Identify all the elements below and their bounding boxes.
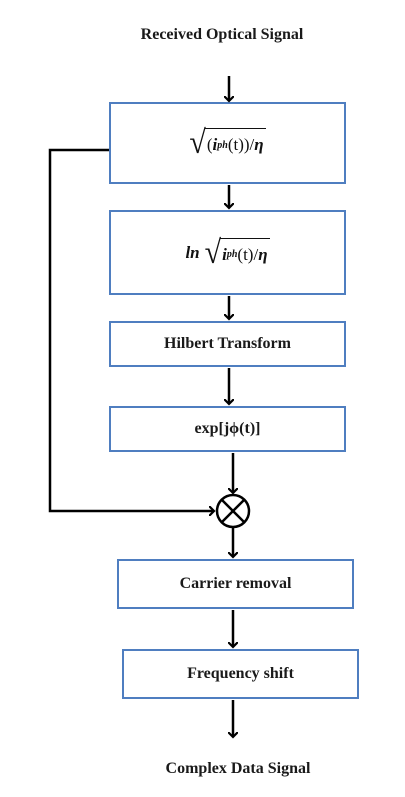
hilbert-transform-label: Hilbert Transform [164, 335, 291, 352]
hilbert-transform-block: Hilbert Transform [109, 321, 346, 367]
exp-block: exp[jϕ(t)] [109, 406, 346, 452]
exp-label: exp[jϕ(t)] [194, 420, 261, 437]
carrier-removal-label: Carrier removal [179, 575, 292, 592]
input-label: Received Optical Signal [140, 26, 304, 43]
multiply-circle-icon [215, 493, 251, 529]
output-label: Complex Data Signal [165, 760, 311, 777]
feedback-line [48, 148, 214, 511]
frequency-shift-block: Frequency shift [122, 649, 359, 699]
carrier-removal-block: Carrier removal [117, 559, 354, 609]
frequency-shift-label: Frequency shift [187, 665, 294, 682]
